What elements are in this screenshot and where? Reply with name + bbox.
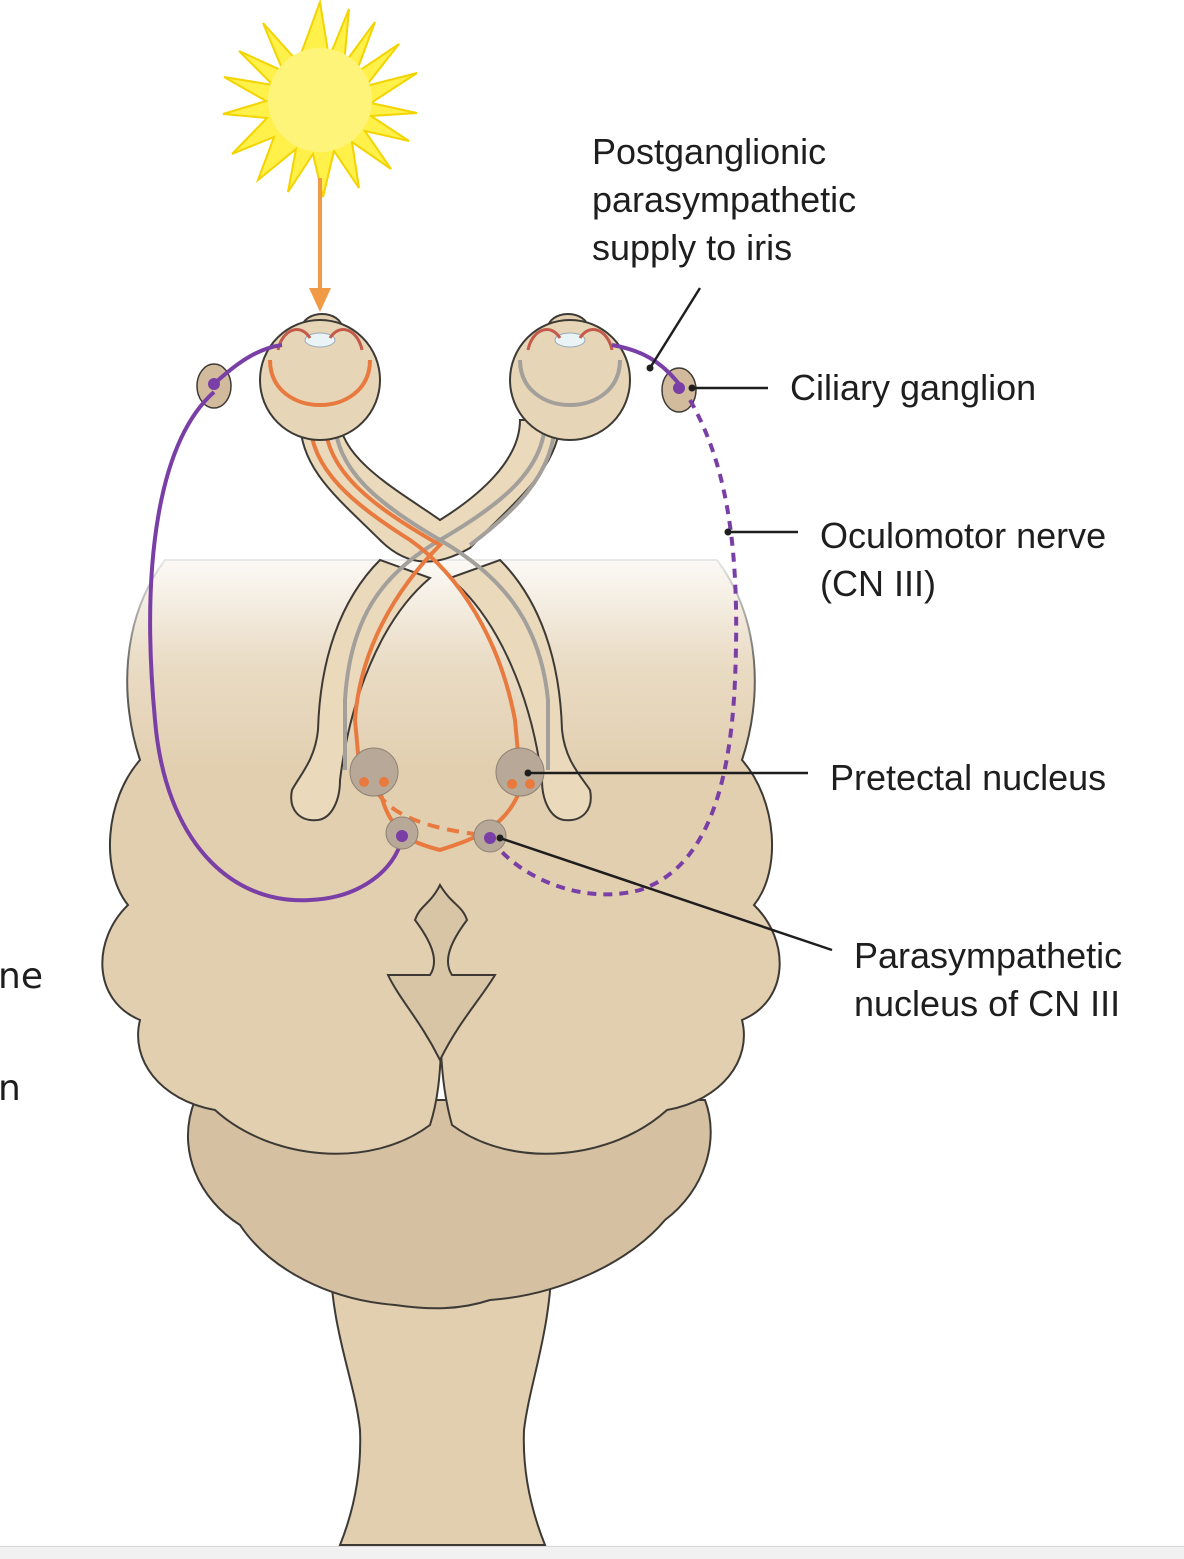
leader-lines — [499, 287, 833, 952]
cropped-text-line-2: n — [0, 1068, 21, 1109]
leader-dots — [496, 364, 732, 842]
left-eye — [259, 313, 381, 441]
cn3-parasympathetic-nucleus-right — [473, 819, 507, 853]
sun-icon — [222, 0, 418, 198]
cn3-parasympathetic-nucleus-left — [385, 816, 419, 850]
light-ray-arrow — [309, 178, 331, 312]
label-parasympathetic-nucleus: Parasympathetic nucleus of CN III — [854, 935, 1132, 1024]
label-oculomotor-nerve: Oculomotor nerve (CN III) — [820, 515, 1116, 604]
pretectal-nucleus-left — [349, 747, 399, 797]
brainstem — [328, 1249, 554, 1546]
label-postganglionic: Postganglionic parasympathetic supply to… — [592, 131, 866, 268]
midbrain-notch — [386, 882, 497, 1063]
cropped-text-line-1: ne — [0, 956, 43, 997]
ciliary-ganglion-right — [661, 367, 697, 413]
parasympathetic-fibers — [148, 343, 739, 903]
label-pretectal-nucleus: Pretectal nucleus — [830, 757, 1106, 798]
right-eye — [509, 313, 631, 441]
label-ciliary-ganglion: Ciliary ganglion — [790, 367, 1036, 408]
bottom-scroll-bar[interactable] — [0, 1546, 1184, 1559]
